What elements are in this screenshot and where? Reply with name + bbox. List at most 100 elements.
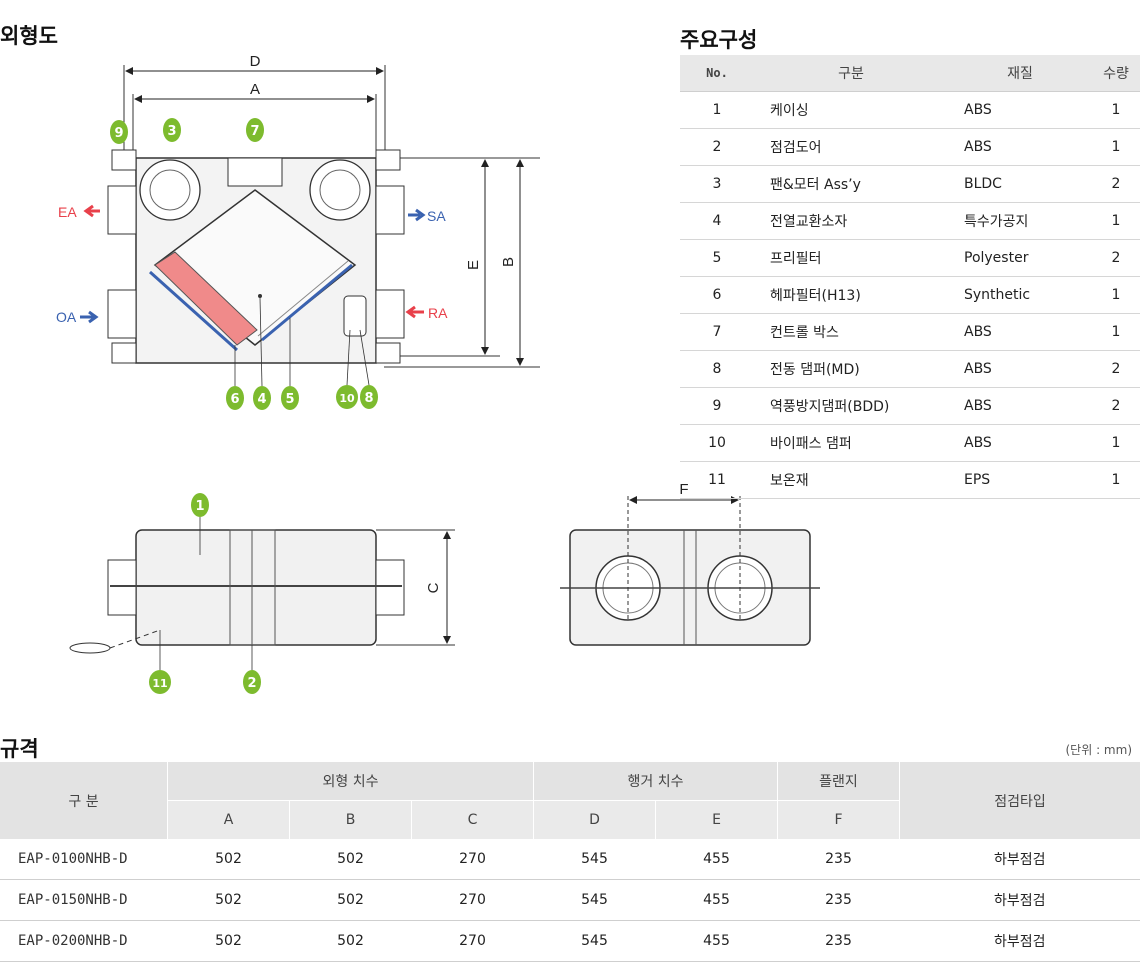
svg-text:RA: RA <box>428 305 448 321</box>
component-qty: 1 <box>1092 276 1140 314</box>
component-name: 바이패스 댐퍼 <box>754 424 948 462</box>
spec-sub-d: D <box>533 800 656 839</box>
svg-text:1: 1 <box>195 499 204 514</box>
spec-e: 455 <box>655 839 778 880</box>
spec-sub-e: E <box>655 800 778 839</box>
component-no: 1 <box>680 91 754 129</box>
component-qty: 1 <box>1092 461 1140 499</box>
comp-header-name: 구분 <box>754 55 948 92</box>
dim-c-label: C <box>425 582 442 593</box>
component-no: 9 <box>680 387 754 425</box>
component-qty: 1 <box>1092 128 1140 166</box>
spec-b: 502 <box>289 879 412 921</box>
spec-a: 502 <box>167 839 290 880</box>
component-qty: 1 <box>1092 424 1140 462</box>
spec-sub-c: C <box>411 800 534 839</box>
callout-10: 10 <box>336 385 358 409</box>
spec-sub-a: A <box>167 800 290 839</box>
component-material: 특수가공지 <box>948 202 1092 240</box>
spec-b: 502 <box>289 920 412 962</box>
comp-header-no: No. <box>680 55 754 92</box>
dim-e-b: E B <box>384 157 540 368</box>
svg-text:7: 7 <box>250 124 259 139</box>
spec-type: 하부점검 <box>899 920 1140 962</box>
callout-2: 2 <box>243 670 261 694</box>
spec-title: 규격 <box>0 737 39 761</box>
spec-d: 545 <box>533 879 656 921</box>
component-no: 11 <box>680 461 754 499</box>
component-no: 2 <box>680 128 754 166</box>
airflow-ea: EA <box>58 204 100 220</box>
svg-text:OA: OA <box>56 309 77 325</box>
svg-text:8: 8 <box>364 391 373 406</box>
front-view: F <box>560 481 820 646</box>
component-name: 전열교환소자 <box>754 202 948 240</box>
comp-header-qty: 수량 <box>1092 55 1140 92</box>
callout-11: 11 <box>149 670 171 694</box>
component-no: 8 <box>680 350 754 388</box>
airflow-oa: OA <box>56 309 99 325</box>
airflow-sa: SA <box>408 208 446 224</box>
component-material: EPS <box>948 461 1092 499</box>
component-material: ABS <box>948 313 1092 351</box>
component-qty: 2 <box>1092 165 1140 203</box>
spec-header-outer: 외형 치수 <box>167 762 534 801</box>
svg-text:6: 6 <box>230 392 239 407</box>
comp-header-material: 재질 <box>948 55 1092 92</box>
component-material: BLDC <box>948 165 1092 203</box>
spec-type: 하부점검 <box>899 839 1140 880</box>
side-view: C <box>69 529 455 654</box>
spec-f: 235 <box>777 839 900 880</box>
spec-a: 502 <box>167 920 290 962</box>
callout-4: 4 <box>253 386 271 410</box>
component-qty: 2 <box>1092 387 1140 425</box>
unit-note: (단위 : mm) <box>1065 743 1133 757</box>
svg-text:10: 10 <box>339 392 355 405</box>
dim-d: D <box>123 53 386 160</box>
spec-e: 455 <box>655 920 778 962</box>
component-name: 컨트롤 박스 <box>754 313 948 351</box>
component-material: ABS <box>948 128 1092 166</box>
component-qty: 2 <box>1092 239 1140 277</box>
spec-table: 구 분 외형 치수 행거 치수 플랜지 점검타입 A B C D E F EAP… <box>0 762 1140 962</box>
component-no: 6 <box>680 276 754 314</box>
top-view <box>107 149 405 364</box>
component-material: ABS <box>948 91 1092 129</box>
callout-7: 7 <box>246 118 264 142</box>
svg-text:EA: EA <box>58 204 77 220</box>
component-material: ABS <box>948 350 1092 388</box>
outline-drawing: D A E B <box>56 53 820 694</box>
dim-d-label: D <box>250 53 261 70</box>
callout-9: 9 <box>110 120 128 144</box>
dim-a: A <box>132 81 377 150</box>
component-qty: 1 <box>1092 91 1140 129</box>
spec-model: EAP-0150NHB-D <box>0 879 168 921</box>
spec-header-hanger: 행거 치수 <box>533 762 778 801</box>
component-material: Synthetic <box>948 276 1092 314</box>
spec-c: 270 <box>411 839 534 880</box>
component-material: Polyester <box>948 239 1092 277</box>
dim-e-label: E <box>465 260 482 270</box>
svg-text:4: 4 <box>257 392 266 407</box>
callout-5: 5 <box>281 386 299 410</box>
component-no: 3 <box>680 165 754 203</box>
spec-type: 하부점검 <box>899 879 1140 921</box>
svg-text:2: 2 <box>247 676 256 691</box>
component-no: 5 <box>680 239 754 277</box>
callout-6: 6 <box>226 386 244 410</box>
spec-c: 270 <box>411 920 534 962</box>
spec-c: 270 <box>411 879 534 921</box>
spec-f: 235 <box>777 920 900 962</box>
spec-header-flange: 플랜지 <box>777 762 900 801</box>
spec-header-model: 구 분 <box>0 762 168 839</box>
